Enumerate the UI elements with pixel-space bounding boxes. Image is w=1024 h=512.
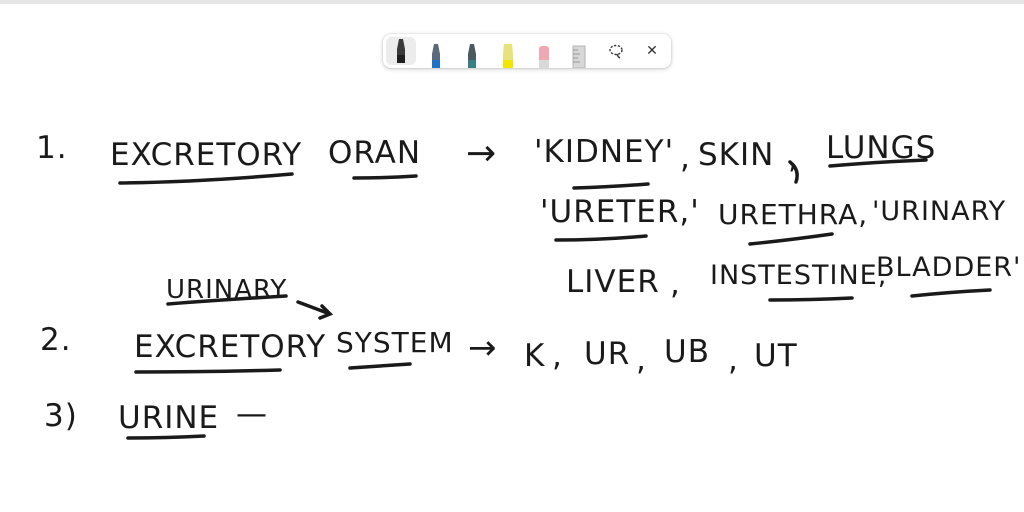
ruler-tool[interactable] bbox=[564, 34, 594, 68]
stroke bbox=[788, 160, 799, 184]
word-urinary-1: 'URINARY bbox=[872, 196, 1006, 227]
top-border bbox=[0, 0, 1024, 4]
lasso-button[interactable] bbox=[601, 34, 631, 68]
comma: , bbox=[728, 342, 739, 378]
underline bbox=[768, 296, 854, 302]
word-ureter: 'URETER,' bbox=[540, 194, 700, 230]
word-liver: LIVER bbox=[566, 264, 660, 300]
comma: , bbox=[636, 342, 647, 378]
pen-icon bbox=[432, 44, 440, 68]
underline-strokes bbox=[118, 158, 992, 440]
comma: , bbox=[788, 140, 799, 176]
ruler-icon bbox=[572, 45, 586, 68]
pen-icon bbox=[468, 44, 476, 68]
arrow-2: → bbox=[468, 328, 498, 368]
word-instestine: INSTESTINE, bbox=[710, 260, 887, 291]
lasso-icon bbox=[609, 44, 623, 59]
underline bbox=[748, 232, 834, 246]
underline bbox=[134, 368, 282, 374]
arrow-1: → bbox=[466, 133, 497, 174]
eraser-tool[interactable] bbox=[529, 34, 559, 68]
word-skin: SKIN bbox=[698, 137, 774, 173]
pen-toolbar: ✕ bbox=[383, 34, 671, 68]
word-excretory-1: EXCRETORY bbox=[110, 137, 302, 173]
word-excretory-2: EXCRETORY bbox=[134, 329, 326, 365]
blue-pen-tool[interactable] bbox=[421, 34, 451, 68]
close-button[interactable]: ✕ bbox=[637, 34, 667, 68]
underline bbox=[572, 182, 650, 190]
eraser-icon bbox=[539, 46, 549, 68]
teal-pen-tool[interactable] bbox=[457, 34, 487, 68]
item-number-1: 1. bbox=[36, 130, 68, 166]
underline bbox=[910, 288, 992, 298]
comma: , bbox=[670, 266, 681, 302]
black-pen-tool[interactable] bbox=[386, 37, 416, 65]
small-arrow bbox=[296, 300, 334, 320]
dash: — bbox=[236, 396, 268, 432]
word-urine: URINE bbox=[118, 400, 219, 436]
underline bbox=[166, 294, 288, 306]
abbr-ut: UT bbox=[754, 338, 798, 374]
word-bladder: BLADDER' bbox=[876, 252, 1021, 283]
abbr-ub: UB bbox=[664, 334, 710, 370]
letter-k: K bbox=[524, 338, 545, 374]
comma: , bbox=[552, 338, 563, 374]
abbr-ur: UR bbox=[584, 336, 630, 372]
word-oran: ORAN bbox=[328, 135, 421, 171]
comma: , bbox=[680, 140, 691, 176]
word-kidney: 'KIDNEY' bbox=[534, 134, 674, 170]
highlighter-icon bbox=[503, 44, 513, 68]
underline bbox=[348, 362, 412, 370]
underline bbox=[352, 174, 418, 180]
pen-icon bbox=[397, 39, 405, 63]
word-urethra: URETHRA, bbox=[718, 198, 868, 231]
underline bbox=[126, 434, 206, 440]
item-number-2: 2. bbox=[40, 322, 72, 358]
close-icon: ✕ bbox=[646, 43, 658, 59]
highlighter-tool[interactable] bbox=[493, 34, 523, 68]
underline bbox=[828, 158, 928, 168]
underline bbox=[554, 234, 648, 242]
underline bbox=[118, 172, 294, 185]
word-system: SYSTEM bbox=[336, 326, 454, 359]
item-number-3: 3) bbox=[44, 398, 78, 434]
